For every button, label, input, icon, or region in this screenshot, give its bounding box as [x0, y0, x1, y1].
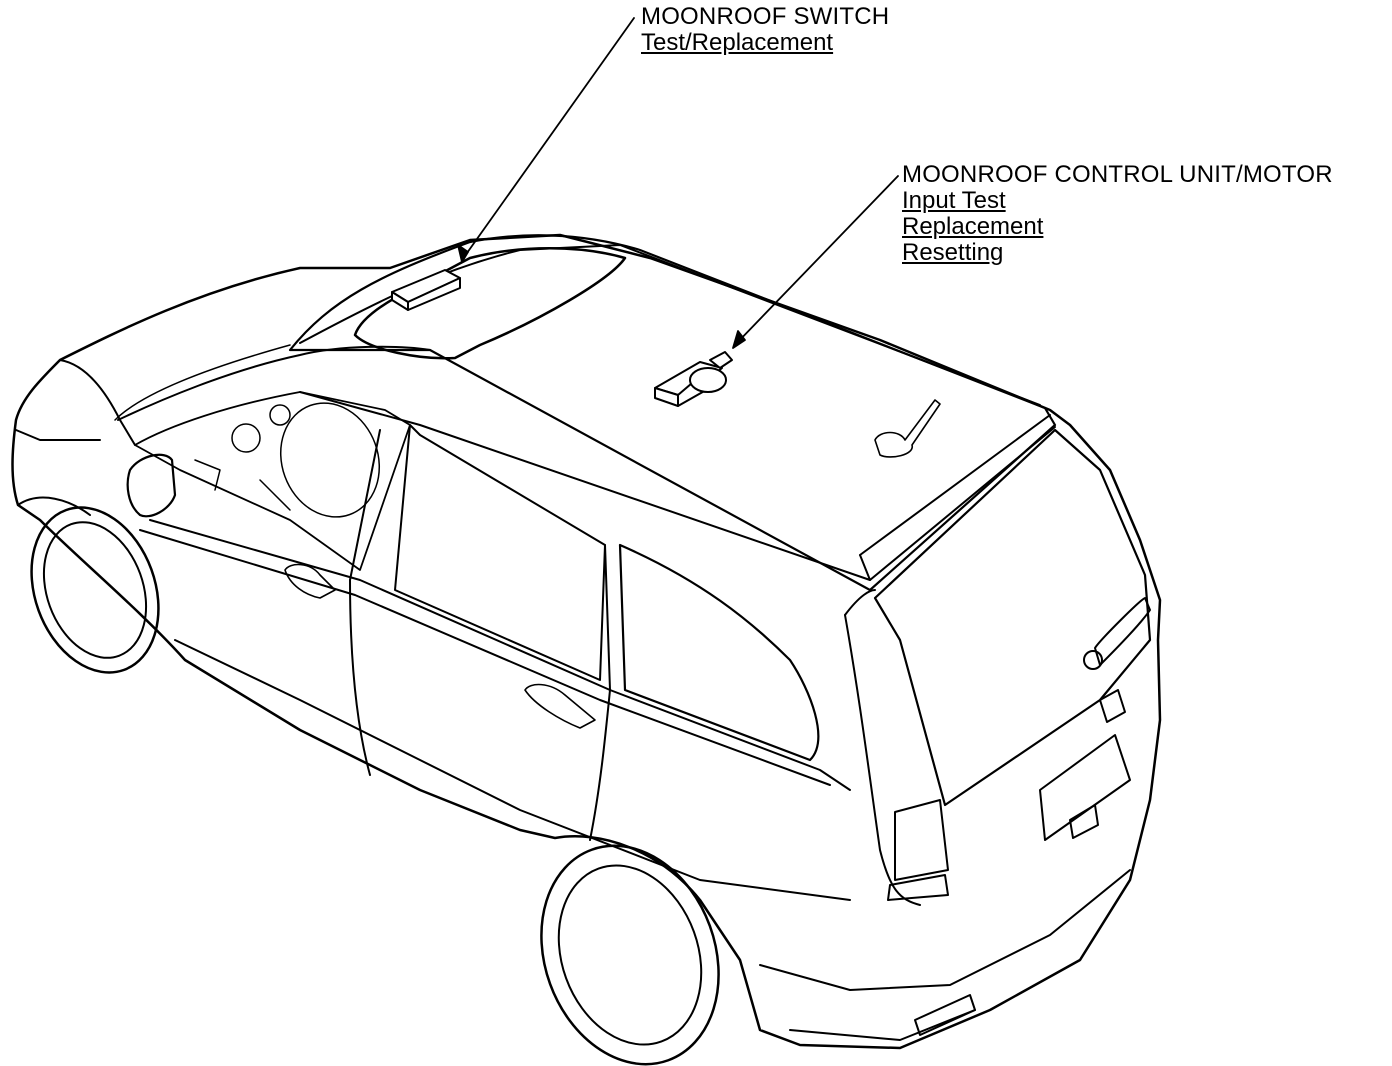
leader-lines [457, 17, 899, 349]
side-mirror [126, 453, 177, 518]
door-handles [284, 563, 596, 729]
moonroof-control-unit-title: MOONROOF CONTROL UNIT/MOTOR [902, 161, 1333, 188]
car-body [11, 233, 1162, 1050]
moonroof-switch [391, 269, 461, 311]
replacement-link[interactable]: Replacement [902, 213, 1044, 240]
resetting-link[interactable]: Resetting [902, 239, 1004, 266]
moonroof-control-unit-callout: MOONROOF CONTROL UNIT/MOTOR Input Test R… [902, 162, 1333, 266]
roof-antenna [874, 399, 941, 458]
rear-wheel [540, 844, 720, 1066]
test-replacement-link[interactable]: Test/Replacement [641, 29, 834, 56]
input-test-link[interactable]: Input Test [902, 187, 1006, 214]
moonroof-control-unit [654, 351, 733, 407]
moonroof-switch-callout: MOONROOF SWITCH Test/Replacement [641, 4, 889, 56]
interior [194, 402, 381, 518]
moonroof-switch-title: MOONROOF SWITCH [641, 3, 890, 30]
front-wheel [30, 506, 160, 674]
